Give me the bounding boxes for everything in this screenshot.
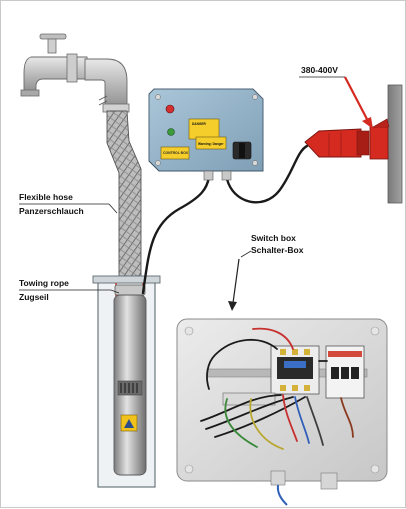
flexible-hose: [106, 110, 142, 286]
switch-box-open: [176, 318, 388, 506]
faucet: [20, 33, 88, 97]
switch-box-closed: DANGER Warning: Danger CONTROL BOX: [148, 88, 264, 181]
flexible-hose-label-en: Flexible hose: [19, 192, 73, 202]
indicator-lamp-green: [167, 128, 175, 136]
switch-box-label-en: Switch box: [251, 233, 296, 243]
internal-wiring: [200, 327, 354, 450]
mains-cable: [225, 144, 309, 204]
warning-plate-text: DANGER: [192, 122, 207, 126]
callout-lines: [19, 76, 345, 294]
terminal-block: [222, 392, 276, 406]
pump-cable: [141, 175, 211, 295]
indicator-lamp-red: [165, 104, 175, 114]
submersible-pump: [113, 284, 147, 476]
supply-pipe: [84, 58, 130, 113]
cee-plug: [304, 128, 370, 158]
towing-rope-label-de: Zugseil: [19, 292, 49, 302]
flexible-hose-label-de: Panzerschlauch: [19, 206, 84, 216]
voltage-label: 380-400V: [301, 65, 338, 75]
control-plate-text: CONTROL BOX: [163, 151, 189, 155]
warning-plate-mid-text: Warning: Danger: [198, 142, 224, 146]
switch-box-label-de: Schalter-Box: [251, 245, 304, 255]
switch-box-arrow: [232, 258, 240, 304]
towing-rope-label-en: Towing rope: [19, 278, 69, 288]
wall-socket: [369, 84, 403, 204]
voltage-arrow: [344, 76, 370, 124]
